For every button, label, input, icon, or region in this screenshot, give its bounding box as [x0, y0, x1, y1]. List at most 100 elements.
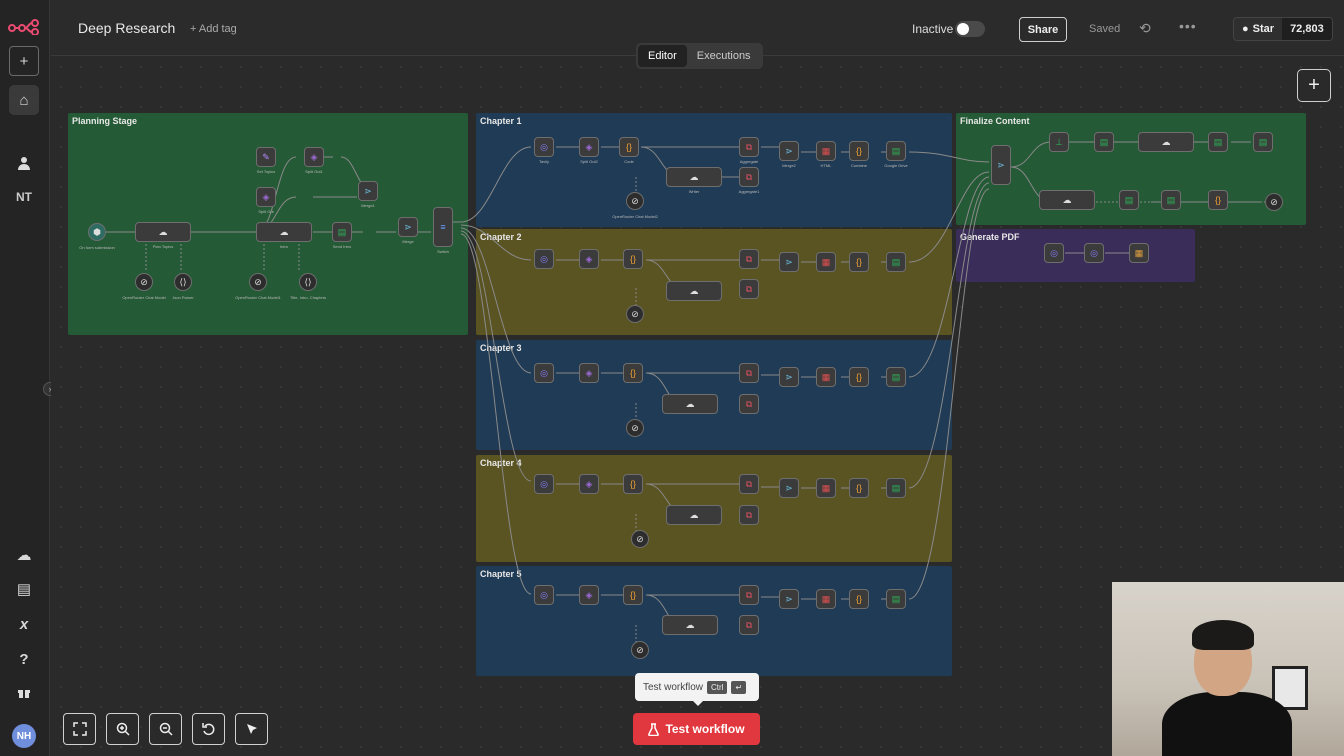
split-out-1-node[interactable]: ◈Split Out1	[304, 147, 324, 174]
set-topics-node[interactable]: ✎Set Topics	[256, 147, 276, 174]
switch-node[interactable]: ≡Switch	[433, 207, 453, 254]
send-report-node[interactable]: ▦	[1129, 243, 1149, 263]
add-tag-link[interactable]: + Add tag	[190, 23, 237, 35]
reset-zoom-button[interactable]	[192, 713, 225, 745]
code-4-node[interactable]: {}	[623, 474, 643, 494]
aggregate-5-node[interactable]: ⧉	[739, 394, 759, 414]
get-all-content-2-node[interactable]: ▤	[1161, 190, 1181, 210]
combine-node[interactable]: {}Combine	[849, 141, 869, 168]
zoom-out-button[interactable]	[149, 713, 182, 745]
openrouter-chat-model-icon[interactable]: ⊘OpenRouter Chat Model	[122, 273, 166, 300]
json-parser-icon[interactable]: ⟨⟩Json Parser	[172, 273, 194, 300]
avatar[interactable]: NH	[12, 724, 36, 748]
code-5-node[interactable]: {}	[623, 585, 643, 605]
aggregate-4-node[interactable]: ⧉	[739, 363, 759, 383]
fit-view-button[interactable]	[63, 713, 96, 745]
add-icon[interactable]: +	[9, 46, 39, 76]
writer-4-node[interactable]: ☁	[666, 505, 722, 525]
aggregate-9-node[interactable]: ⧉	[739, 615, 759, 635]
openrouter-chat-model-1-icon[interactable]: ⊘OpenRouter Chat Model1	[235, 273, 281, 300]
aggregate-1-node[interactable]: ⧉Aggregate1	[739, 167, 759, 194]
split-out-2-node[interactable]: ◈Split Out2	[579, 137, 599, 164]
tavily-node[interactable]: ◎Tavily	[534, 137, 554, 164]
intro-node[interactable]: ☁Intro	[256, 222, 312, 249]
combine-2-node[interactable]: {}	[849, 252, 869, 272]
home-icon[interactable]: ⌂	[9, 85, 39, 115]
code-3-node[interactable]: {}	[623, 363, 643, 383]
sticky-generate-pdf[interactable]: Generate PDF	[956, 229, 1195, 282]
split-out-5-node[interactable]: ◈	[579, 474, 599, 494]
more-options-icon[interactable]: •••	[1179, 18, 1197, 34]
label-node[interactable]: ⊥	[1049, 132, 1069, 152]
google-drive-node[interactable]: ▤Google Drive	[884, 141, 908, 168]
merge-5-node[interactable]: ⋗	[779, 478, 799, 498]
merge-node[interactable]: ⋗Merge	[398, 217, 418, 244]
combine-3-node[interactable]: {}	[849, 367, 869, 387]
add-node-button[interactable]: +	[1297, 69, 1331, 102]
combine-content-node[interactable]: {}	[1208, 190, 1228, 210]
n8n-logo-icon[interactable]	[7, 12, 41, 42]
plan-topics-node[interactable]: ☁Plan Topics	[135, 222, 191, 249]
get-all-content-node[interactable]: ▤	[1253, 132, 1273, 152]
openrouter-chat-model-2-icon[interactable]: ⊘OpenRouter Chat Model2	[612, 192, 658, 219]
openrouter-chat-model-6-icon[interactable]: ⊘	[631, 641, 649, 659]
openrouter-chat-model-4-icon[interactable]: ⊘	[626, 419, 644, 437]
download-pdf-node[interactable]: ◎	[1084, 243, 1104, 263]
html-2-node[interactable]: ▦	[816, 252, 836, 272]
merge-4-node[interactable]: ⋗	[779, 367, 799, 387]
html-node[interactable]: ▦HTML	[816, 141, 836, 168]
get-sources-node[interactable]: ▤	[1094, 132, 1114, 152]
table-of-contents-node[interactable]: ☁	[1039, 190, 1095, 210]
user-icon[interactable]	[9, 148, 39, 178]
split-out-node[interactable]: ◈Split Out	[256, 187, 276, 214]
sources-node[interactable]: ☁	[1138, 132, 1194, 152]
send-sources-node[interactable]: ▤	[1208, 132, 1228, 152]
combine-5-node[interactable]: {}	[849, 589, 869, 609]
history-icon[interactable]: ⟲	[1139, 20, 1151, 36]
writer-node[interactable]: ☁Writer	[666, 167, 722, 194]
html-3-node[interactable]: ▦	[816, 367, 836, 387]
writer-2-node[interactable]: ☁	[666, 281, 722, 301]
aggregate-7-node[interactable]: ⧉	[739, 505, 759, 525]
templates-icon[interactable]: ▤	[16, 581, 32, 598]
http-request-node[interactable]: ◎	[1044, 243, 1064, 263]
tavily-3-node[interactable]: ◎	[534, 363, 554, 383]
combine-4-node[interactable]: {}	[849, 478, 869, 498]
merge-final-node[interactable]: ⋗	[991, 145, 1011, 185]
zoom-in-button[interactable]	[106, 713, 139, 745]
tab-executions[interactable]: Executions	[696, 50, 751, 62]
html-5-node[interactable]: ▦	[816, 589, 836, 609]
project-nt[interactable]: NT	[16, 190, 32, 204]
split-out-6-node[interactable]: ◈	[579, 585, 599, 605]
aggregate-node[interactable]: ⧉Aggregate	[739, 137, 759, 164]
cloud-icon[interactable]: ☁	[16, 547, 32, 564]
send-intro-node[interactable]: ▤Send Intro	[332, 222, 352, 249]
google-drive-5-node[interactable]: ▤	[886, 589, 906, 609]
tab-editor[interactable]: Editor	[638, 45, 687, 67]
tavily-4-node[interactable]: ◎	[534, 474, 554, 494]
split-out-4-node[interactable]: ◈	[579, 363, 599, 383]
code-2-node[interactable]: {}	[623, 249, 643, 269]
test-workflow-button[interactable]: Test workflow	[633, 713, 760, 745]
google-drive-2-node[interactable]: ▤	[886, 252, 906, 272]
help-icon[interactable]: ?	[19, 650, 29, 668]
github-star-button[interactable]: ●Star 72,803	[1233, 17, 1333, 41]
merge-3-node[interactable]: ⋗	[779, 252, 799, 272]
html-4-node[interactable]: ▦	[816, 478, 836, 498]
merge-6-node[interactable]: ⋗	[779, 589, 799, 609]
writer-5-node[interactable]: ☁	[662, 615, 718, 635]
aggregate-6-node[interactable]: ⧉	[739, 474, 759, 494]
split-out-3-node[interactable]: ◈	[579, 249, 599, 269]
title-intro-chapters-icon[interactable]: ⟨⟩Title, Intro, Chapters	[290, 273, 326, 300]
select-tool-button[interactable]	[235, 713, 268, 745]
aggregate-2-node[interactable]: ⧉	[739, 249, 759, 269]
gift-icon[interactable]	[9, 677, 39, 707]
aggregate-8-node[interactable]: ⧉	[739, 585, 759, 605]
tavily-5-node[interactable]: ◎	[534, 585, 554, 605]
merge-2-node[interactable]: ⋗Merge2	[779, 141, 799, 168]
openrouter-chat-model-final-icon[interactable]: ⊘	[1265, 193, 1283, 211]
on-form-submission-trigger[interactable]: ⬢On form submission	[79, 223, 115, 250]
variables-icon[interactable]: x	[19, 615, 29, 633]
send-toc-node[interactable]: ▤	[1119, 190, 1139, 210]
tavily-2-node[interactable]: ◎	[534, 249, 554, 269]
